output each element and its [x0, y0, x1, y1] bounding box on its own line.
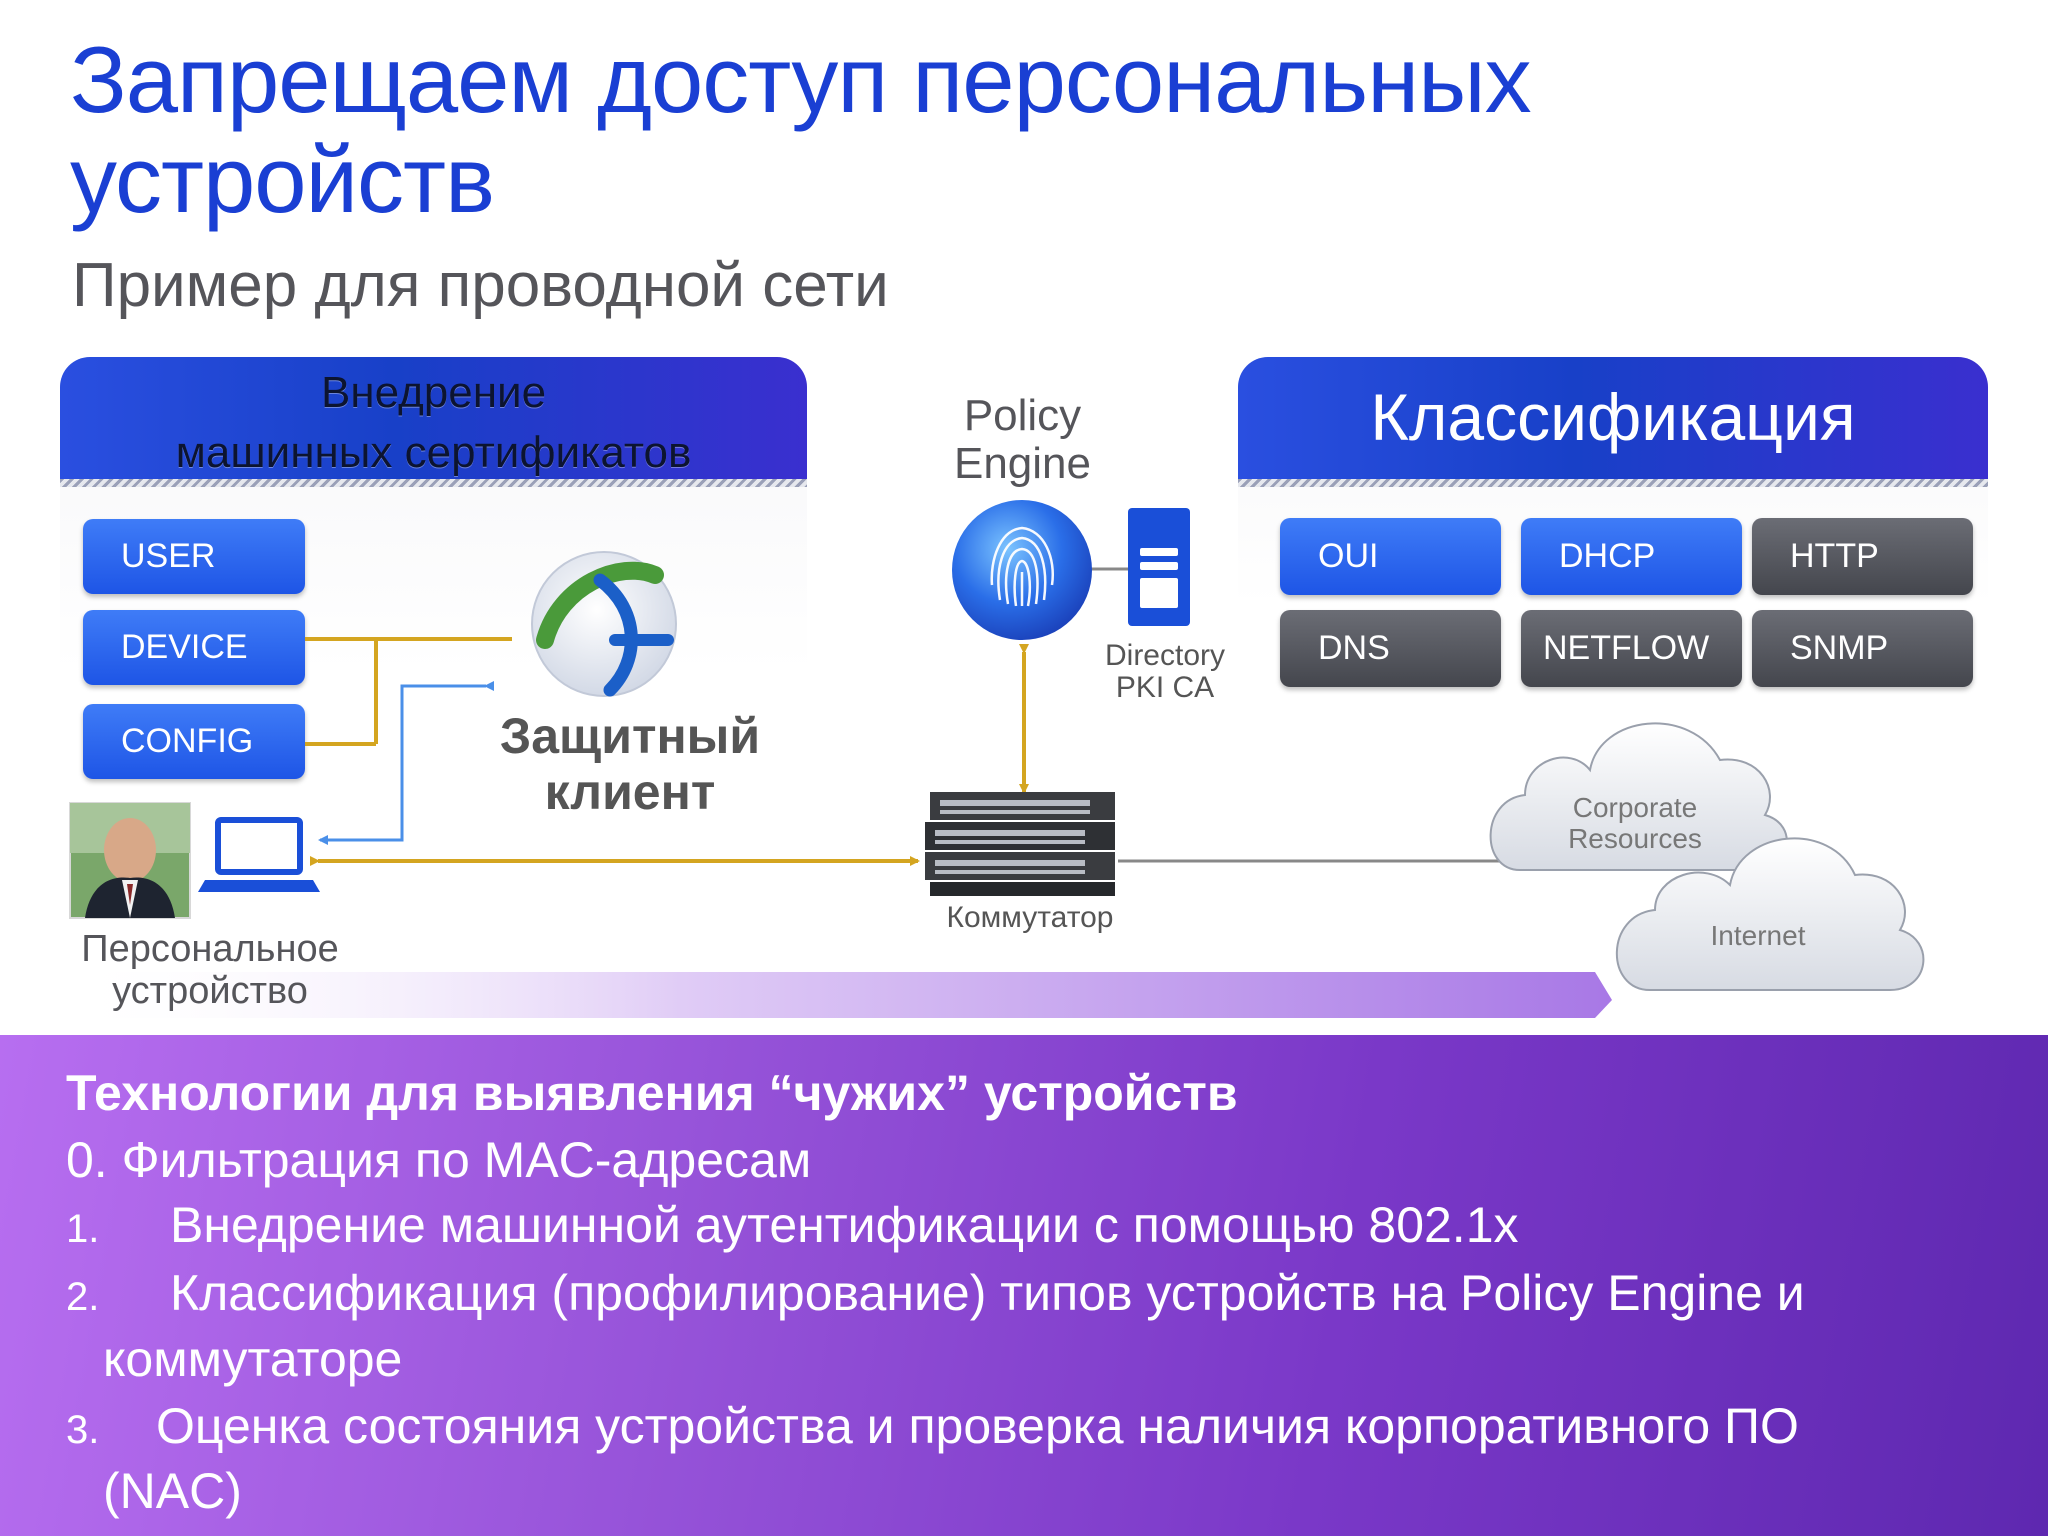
network-diagram [60, 500, 1925, 1018]
technology-item-2-number: 2. [66, 1275, 100, 1319]
personal-device-label: Персональное устройство [81, 928, 339, 1012]
secure-client-icon [531, 551, 677, 697]
snmp-item: SNMP [1752, 610, 1973, 687]
technology-item-1: Внедрение машинной аутентификации с помо… [170, 1197, 1519, 1253]
directory-label: Directory PKI CA [1104, 639, 1225, 704]
internet-label: Internet [1710, 920, 1806, 951]
dns-item: DNS [1280, 610, 1501, 687]
panel-divider [60, 479, 807, 487]
switch-icon [925, 792, 1115, 896]
technology-item-3-line1: Оценка состояния устройства и проверка н… [156, 1398, 1799, 1454]
classification-panel-header: Классификация [1238, 357, 1988, 479]
certificates-panel-heading: Внедрение машинных сертификатов [175, 368, 692, 477]
person-photo [69, 802, 191, 919]
technologies-heading: Технологии для выявления “чужих” устройс… [66, 1065, 1238, 1121]
directory-server-icon [1128, 508, 1190, 626]
corporate-cloud-icon [1489, 722, 1788, 871]
technologies-block: Технологии для выявления “чужих” устройс… [0, 1035, 2048, 1536]
technology-item-3-line2: (NAC) [103, 1463, 242, 1519]
policy-engine-icon [952, 500, 1092, 640]
oui-item: OUI [1280, 518, 1501, 595]
switch-label: Коммутатор [946, 901, 1114, 934]
http-item: HTTP [1752, 518, 1973, 595]
technology-item-1-number: 1. [66, 1207, 100, 1251]
internet-cloud-icon [1615, 837, 1925, 991]
flow-band [60, 972, 1612, 1018]
technology-item-3-number: 3. [66, 1408, 100, 1452]
technology-item-2-line1: Классификация (профилирование) типов уст… [170, 1265, 1805, 1321]
classification-panel-heading: Классификация [1370, 380, 1856, 454]
config-item: CONFIG [83, 704, 305, 779]
certificates-panel-header: Внедрение машинных сертификатов [60, 357, 807, 479]
technology-item-0: 0. Фильтрация по MAC-адресам [66, 1132, 812, 1188]
panel-divider [1238, 479, 1988, 487]
laptop-icon [198, 817, 320, 892]
netflow-item: NETFLOW [1521, 610, 1742, 687]
corporate-resources-label: Corporate Resources [1568, 792, 1702, 854]
dhcp-item: DHCP [1521, 518, 1742, 595]
device-item: DEVICE [83, 610, 305, 685]
secure-client-label: Защитный клиент [499, 708, 761, 820]
user-item: USER [83, 519, 305, 594]
page-title: Запрещаем доступ персональных устройств [70, 27, 1532, 232]
technology-item-2-line2: коммутаторе [103, 1331, 403, 1387]
policy-engine-label: Policy Engine [953, 391, 1091, 488]
page-subtitle: Пример для проводной сети [72, 251, 889, 320]
client-connector [318, 681, 494, 845]
